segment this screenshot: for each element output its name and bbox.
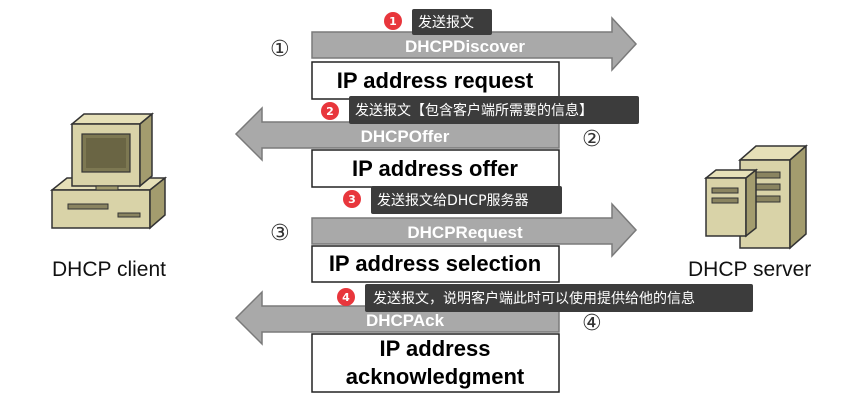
callout-4: 4 发送报文，说明客户端此时可以使用提供给他的信息 (337, 284, 753, 312)
offer-arrow (234, 106, 560, 162)
callout-4-bg (365, 284, 753, 312)
ack-box-text-line2: acknowledgment (346, 364, 525, 389)
callout-3-badge-num: 3 (348, 193, 356, 206)
discover-arrow-label: DHCPDiscover (405, 37, 525, 56)
step-4: DHCPAck IP address acknowledgment ④ (234, 290, 602, 393)
callout-1-badge (384, 12, 402, 30)
server-tower-icon (703, 144, 808, 250)
discover-box-text: IP address request (337, 68, 534, 93)
step-2: DHCPOffer IP address offer ② (234, 106, 602, 188)
request-box (311, 245, 560, 283)
callout-3-text: 发送报文给DHCP服务器 (377, 193, 529, 209)
callout-2: 2 发送报文【包含客户端所需要的信息】 (321, 96, 639, 124)
step-3: DHCPRequest IP address selection ③ (270, 202, 638, 283)
callout-4-badge (337, 288, 355, 306)
discover-arrow (311, 16, 638, 72)
callout-3-bg (371, 186, 562, 214)
callout-1-text: 发送报文 (418, 15, 474, 31)
offer-box-text: IP address offer (352, 156, 518, 181)
ack-box (311, 333, 560, 393)
callout-1-badge-num: 1 (389, 15, 397, 28)
client-label: DHCP client (52, 258, 166, 281)
discover-box (311, 61, 560, 100)
callout-2-bg (349, 96, 639, 124)
ack-arrow-label: DHCPAck (366, 311, 445, 330)
callout-3-badge (343, 190, 361, 208)
callout-3: 3 发送报文给DHCP服务器 (343, 186, 562, 214)
client-computer-icon (49, 112, 168, 230)
ack-arrow (234, 290, 560, 346)
offer-box (311, 149, 560, 188)
callout-2-badge-num: 2 (326, 105, 334, 118)
step-1-symbol: ① (270, 37, 290, 62)
callout-2-badge (321, 102, 339, 120)
server-label: DHCP server (688, 258, 811, 281)
step-2-symbol: ② (582, 127, 602, 152)
request-arrow-label: DHCPRequest (407, 223, 523, 242)
callout-2-text: 发送报文【包含客户端所需要的信息】 (355, 102, 593, 119)
step-3-symbol: ③ (270, 221, 290, 246)
step-4-symbol: ④ (582, 311, 602, 336)
ack-box-text-line1: IP address (380, 336, 491, 361)
request-arrow (311, 202, 638, 258)
callout-1: 1 发送报文 (384, 9, 492, 35)
step-1: DHCPDiscover IP address request ① (270, 16, 638, 100)
callout-4-text: 发送报文，说明客户端此时可以使用提供给他的信息 (373, 290, 695, 307)
offer-arrow-label: DHCPOffer (361, 127, 450, 146)
callout-1-bg (412, 9, 492, 35)
callout-4-badge-num: 4 (342, 291, 350, 304)
request-box-text: IP address selection (329, 251, 541, 276)
